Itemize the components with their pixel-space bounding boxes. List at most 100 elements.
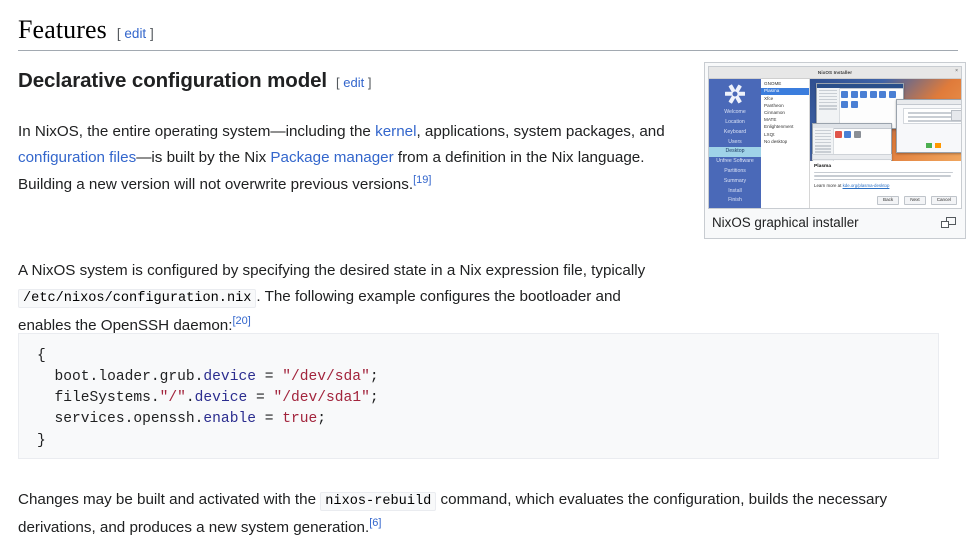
installer-step-welcome[interactable]: Welcome xyxy=(724,109,746,116)
bracket-close: ] xyxy=(149,26,154,41)
text-fragment: A NixOS system is configured by specifyi… xyxy=(18,262,646,280)
code-token: . xyxy=(150,368,160,385)
reference-19[interactable]: [19] xyxy=(413,174,431,186)
desktop-option-pantheon[interactable]: Pantheon xyxy=(764,102,784,108)
code-token: "/dev/sda1" xyxy=(273,390,370,407)
link-package-manager[interactable]: Package manager xyxy=(270,149,394,167)
desktop-option-mate[interactable]: MATE xyxy=(764,117,777,123)
code-token: . xyxy=(194,368,204,385)
description-text-line xyxy=(814,175,952,177)
installer-next-button[interactable]: Next xyxy=(904,195,926,205)
nix-snowflake-logo-icon xyxy=(724,83,746,105)
installer-back-button[interactable]: Back xyxy=(877,195,900,205)
edit-link[interactable]: edit xyxy=(343,75,365,90)
reference-link[interactable]: [6] xyxy=(369,517,382,530)
desktop-option-lxqt[interactable]: LXQt xyxy=(764,131,775,137)
subsection-title: Declarative configuration model xyxy=(18,69,328,92)
code-line: fileSystems."/".device = "/dev/sda1"; xyxy=(37,388,920,409)
code-token: = xyxy=(255,411,283,428)
learn-more-link[interactable]: kde.org/plasma-desktop xyxy=(842,182,890,188)
desktop-option-gnome[interactable]: GNOME xyxy=(764,81,782,87)
code-token: loader xyxy=(98,368,151,385)
code-token: . xyxy=(194,411,204,428)
text-fragment: from a definition in the Nix language. B… xyxy=(18,149,645,193)
page-title: Features xyxy=(18,15,107,44)
section-heading-row: Features [ edit ] xyxy=(18,14,154,45)
code-token: = xyxy=(247,390,274,407)
link-kernel[interactable]: kernel xyxy=(375,123,417,141)
code-token: boot xyxy=(54,368,90,385)
text-fragment: In NixOS, the entire operating system—in… xyxy=(18,123,376,141)
learn-more-prefix: Learn more at xyxy=(814,182,843,188)
code-block-nix-configuration: { boot.loader.grub.device = "/dev/sda"; … xyxy=(18,332,939,459)
code-token: device xyxy=(203,368,256,385)
installer-step-location[interactable]: Location xyxy=(725,119,745,126)
code-token: "/dev/sda" xyxy=(282,368,370,385)
paragraph-config-file: A NixOS system is configured by specifyi… xyxy=(18,258,678,339)
learn-more-row: Learn more at kde.org/plasma-desktop xyxy=(814,183,957,188)
paragraph-nixos-rebuild: Changes may be built and activated with … xyxy=(18,487,956,541)
installer-window-title: NixOS Installer xyxy=(817,70,853,75)
bracket-open: [ xyxy=(116,26,121,41)
reference-link[interactable]: [20] xyxy=(232,314,251,327)
preview-window-files xyxy=(816,83,904,129)
code-token: true xyxy=(282,411,318,428)
installer-step-unfree-software[interactable]: Unfree Software xyxy=(716,158,754,165)
edit-link[interactable]: edit xyxy=(124,26,147,41)
installer-button-row: Back Next Cancel xyxy=(810,195,961,208)
text-fragment: . The following example configures the b… xyxy=(18,288,621,334)
desktop-option-xfce[interactable]: Xfce xyxy=(764,95,774,101)
section-divider xyxy=(18,50,958,51)
reference-6[interactable]: [6] xyxy=(369,517,381,529)
bracket-close: ] xyxy=(367,75,372,90)
installer-step-install[interactable]: Install xyxy=(728,187,742,194)
desktop-option-enlightenment[interactable]: Enlightenment xyxy=(764,124,794,130)
desktop-option-no-desktop[interactable]: No desktop xyxy=(764,138,788,144)
code-token: openssh xyxy=(133,411,195,428)
code-token: ; xyxy=(317,411,327,428)
code-line: services.openssh.enable = true; xyxy=(37,409,920,430)
close-icon[interactable]: × xyxy=(955,68,958,74)
preview-taskbar xyxy=(812,154,892,160)
desktop-option-plasma[interactable]: Plasma xyxy=(761,88,809,96)
code-token: enable xyxy=(203,411,256,428)
text-fragment: , applications, system packages, and xyxy=(416,123,665,141)
code-token: device xyxy=(194,390,248,407)
code-token: . xyxy=(89,368,99,385)
code-token: ; xyxy=(369,368,379,385)
edit-section-link-declarative: [ edit ] xyxy=(336,75,371,90)
installer-cancel-button[interactable]: Cancel xyxy=(930,195,957,205)
installer-step-finish[interactable]: Finish xyxy=(728,197,742,204)
code-line: boot.loader.grub.device = "/dev/sda"; xyxy=(37,367,920,388)
desktop-preview-image xyxy=(810,79,961,161)
installer-step-partitions[interactable]: Partitions xyxy=(724,168,746,175)
reference-20[interactable]: [20] xyxy=(232,315,250,327)
text-fragment: command, which evaluates the configurati… xyxy=(18,491,888,537)
desktop-option-cinnamon[interactable]: Cinnamon xyxy=(764,110,785,116)
description-text-line xyxy=(814,171,953,174)
subsection-heading-row: Declarative configuration model [ edit ] xyxy=(18,68,372,94)
text-fragment: —is built by the Nix xyxy=(136,149,271,167)
bracket-open: [ xyxy=(336,75,340,90)
code-token: ; xyxy=(369,390,379,407)
code-token: { xyxy=(37,347,46,364)
enlarge-icon[interactable] xyxy=(941,217,956,229)
installer-step-summary[interactable]: Summary xyxy=(723,177,747,184)
installer-step-users[interactable]: Users xyxy=(728,138,742,145)
description-text-line xyxy=(814,178,940,181)
edit-section-link-features: [ edit ] xyxy=(117,26,154,41)
code-token: . xyxy=(185,390,195,407)
installer-step-keyboard[interactable]: Keyboard xyxy=(723,128,747,135)
installer-step-desktop[interactable]: Desktop xyxy=(709,147,761,157)
code-token: fileSystems xyxy=(54,390,151,407)
link-configuration-files[interactable]: configuration files xyxy=(18,149,137,167)
code-token: . xyxy=(124,411,134,428)
reference-link[interactable]: [19] xyxy=(413,173,432,186)
